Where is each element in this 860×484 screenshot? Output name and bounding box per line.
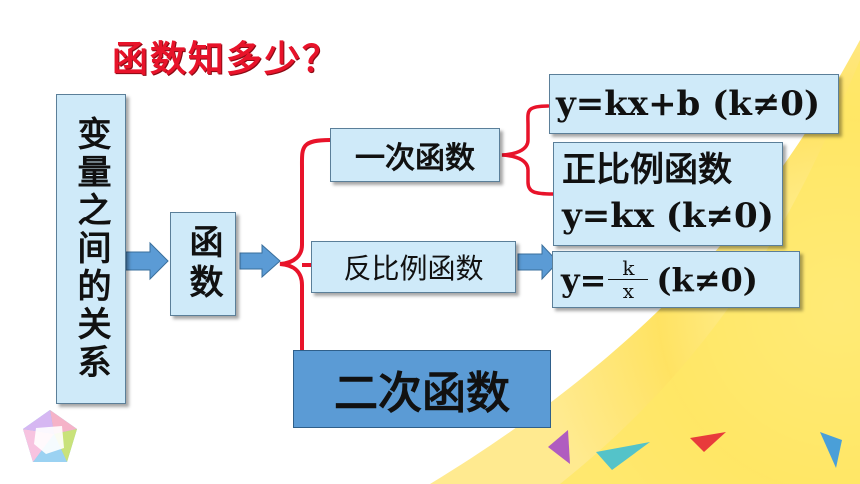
inverse-fraction: k x: [608, 256, 649, 303]
pentagon-logo-icon: [23, 410, 77, 462]
proportional-formula: y=kx (k≠0): [562, 196, 774, 236]
root-node-variable-relations: 变量之间的关系: [56, 94, 126, 404]
inverse-formula-box: y= k x (k≠0): [552, 251, 800, 308]
linear-bracket: [501, 104, 555, 196]
arrow-function-to-branches: [239, 243, 281, 279]
inverse-formula-lhs: y=: [561, 260, 607, 299]
fraction-numerator: k: [622, 256, 635, 280]
yellow-swoosh-inner: [560, 60, 860, 484]
page-title: 函数知多少？: [112, 38, 341, 80]
arrow-root-to-function: [125, 241, 169, 281]
root-node-label: 变量之间的关系: [71, 116, 111, 382]
proportional-label: 正比例函数: [562, 150, 732, 190]
fraction-bar: [608, 279, 649, 280]
quadratic-function-node: 二次函数: [293, 350, 551, 428]
linear-general-formula: y=kx+b (k≠0): [549, 74, 839, 134]
proportional-function-box: 正比例函数 y=kx (k≠0): [553, 142, 783, 246]
function-node-label: 函数: [183, 224, 223, 304]
blue-triangle-icon: [820, 432, 842, 468]
teal-triangle-icon: [596, 442, 650, 470]
fraction-denominator: x: [622, 279, 635, 303]
arrow-inverse-to-formula: [517, 243, 559, 281]
linear-function-node: 一次函数: [330, 128, 500, 182]
inverse-formula-condition: (k≠0): [656, 260, 758, 299]
function-node: 函数: [170, 212, 236, 316]
purple-triangle-icon: [548, 430, 570, 464]
red-triangle-icon: [690, 432, 726, 452]
inverse-proportional-node: 反比例函数: [311, 241, 516, 293]
